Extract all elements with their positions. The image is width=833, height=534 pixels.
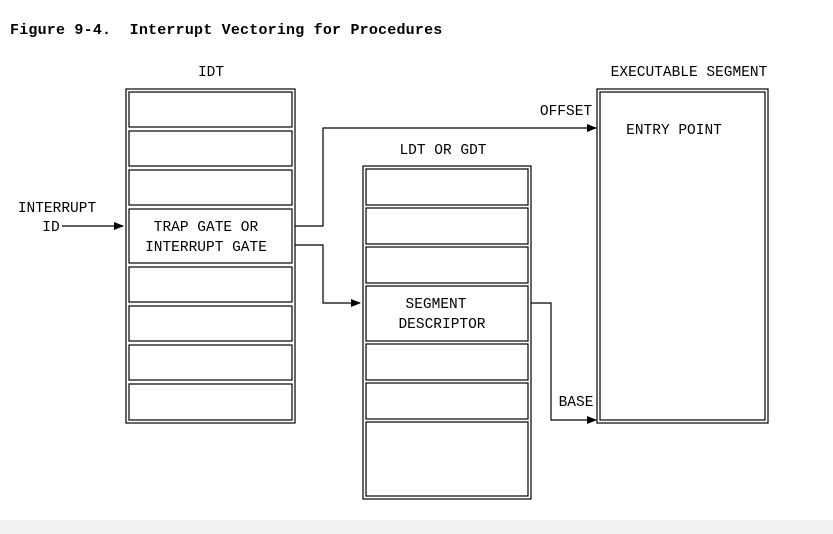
idt-entry: [128, 266, 293, 303]
idt-entry: [128, 91, 293, 128]
ldt-entry: [365, 382, 529, 420]
ldt-entry: [365, 421, 529, 497]
idt-label: IDT: [198, 65, 224, 81]
offset-label: OFFSET: [540, 104, 593, 120]
idt-gate-label-line2: INTERRUPT GATE: [145, 240, 267, 256]
ldt-gdt-label: LDT OR GDT: [399, 143, 486, 159]
segment-descriptor-label-line2: DESCRIPTOR: [398, 317, 485, 333]
ldt-entry: [365, 246, 529, 284]
ldt-entry: [365, 168, 529, 206]
base-label: BASE: [559, 395, 594, 411]
figure-title: Figure 9-4. Interrupt Vectoring for Proc…: [10, 22, 443, 39]
ldt-descriptor-entry: [365, 285, 529, 342]
selector-arrow: [295, 244, 361, 307]
entry-point-label: ENTRY POINT: [626, 123, 722, 139]
offset-arrow: [295, 124, 597, 227]
interrupt-id-label-line2: ID: [42, 220, 59, 236]
idt-gate-entry: [128, 208, 293, 264]
idt-entry: [128, 383, 293, 421]
ldt-entry: [365, 343, 529, 381]
bottom-strip: [0, 520, 833, 534]
idt-entry: [128, 169, 293, 206]
executable-segment-label: EXECUTABLE SEGMENT: [611, 65, 768, 81]
idt-entry: [128, 305, 293, 342]
idt-entry: [128, 130, 293, 167]
ldt-gdt-table: [362, 165, 532, 500]
ldt-entry: [365, 207, 529, 245]
segment-descriptor-label-line1: SEGMENT: [406, 297, 467, 313]
executable-segment-box: [596, 88, 769, 424]
idt-table: [125, 88, 296, 424]
idt-gate-label-line1: TRAP GATE OR: [154, 220, 259, 236]
interrupt-id-label-line1: INTERRUPT: [18, 201, 97, 217]
interrupt-vectoring-diagram: IDT TRAP GATE OR INTERRUPT GATE INTERRUP…: [18, 65, 769, 500]
idt-entry: [128, 344, 293, 381]
base-arrow: [531, 302, 597, 424]
